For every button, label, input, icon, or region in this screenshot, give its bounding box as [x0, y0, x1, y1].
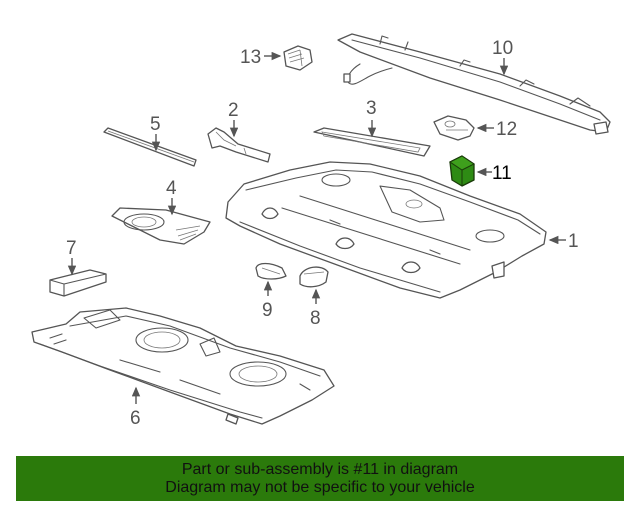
banner-line-2: Diagram may not be specific to your vehi… [165, 479, 475, 496]
part-4-speaker-pad [111, 207, 211, 245]
callout-8[interactable]: 8 [310, 308, 321, 329]
callout-11[interactable]: 11 [492, 163, 512, 184]
callout-7[interactable]: 7 [66, 238, 77, 259]
callout-2[interactable]: 2 [228, 100, 239, 121]
part-12-cover [433, 115, 475, 141]
callout-6[interactable]: 6 [130, 408, 141, 429]
banner-line-1: Part or sub-assembly is #11 in diagram [181, 461, 459, 478]
part-5-strip [103, 127, 197, 167]
callout-13[interactable]: 13 [240, 47, 261, 68]
part-13-bracket [283, 45, 313, 71]
callout-12[interactable]: 12 [496, 119, 517, 140]
callout-10[interactable]: 10 [492, 38, 513, 59]
part-7-block [49, 269, 107, 297]
part-6-lower-panel [31, 307, 335, 425]
part-11-clip [449, 155, 475, 187]
callout-3[interactable]: 3 [366, 98, 377, 119]
info-banner: Part or sub-assembly is #11 in diagram D… [16, 456, 624, 501]
callout-1[interactable]: 1 [568, 231, 579, 252]
part-3-pad [313, 127, 431, 157]
part-9-pad [255, 262, 287, 280]
part-10-rail [337, 33, 611, 135]
parts-diagram: 13 10 5 2 3 12 11 [31, 33, 611, 429]
callout-9[interactable]: 9 [262, 300, 273, 321]
part-1-rear-shelf [225, 161, 547, 299]
part-8-cup [299, 266, 329, 288]
part-2-bracket [207, 127, 271, 163]
callout-5[interactable]: 5 [150, 114, 161, 135]
callout-4[interactable]: 4 [166, 178, 177, 199]
